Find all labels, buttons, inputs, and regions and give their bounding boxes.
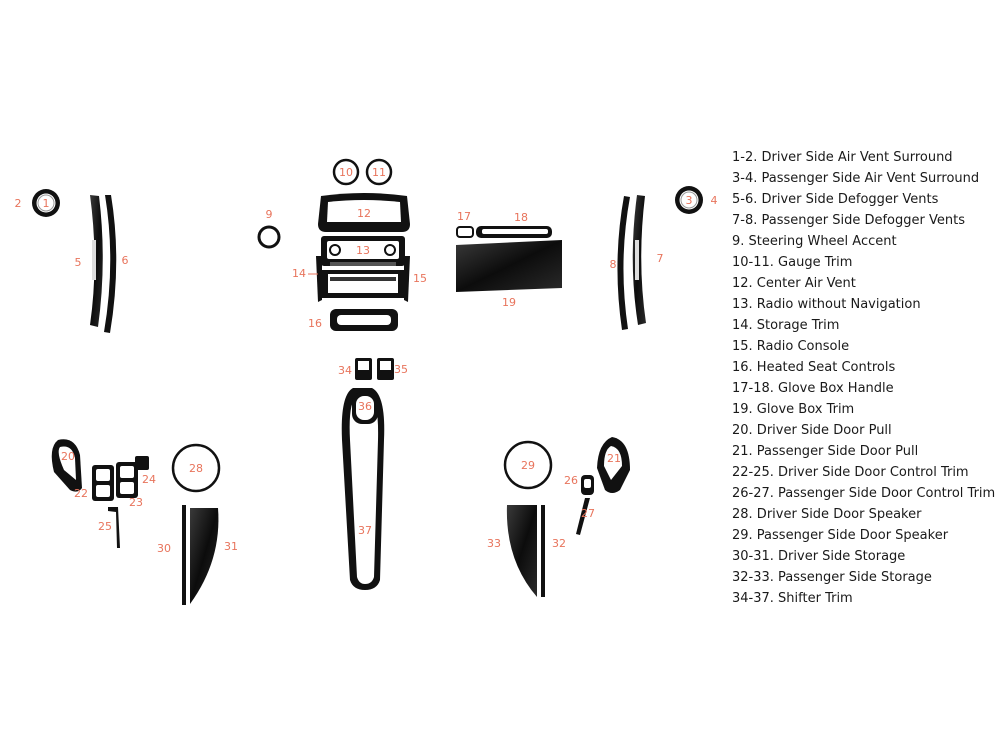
part-shape-34-37 <box>341 358 394 590</box>
part-shape-17-18 <box>456 226 552 238</box>
legend-item: 29. Passenger Side Door Speaker <box>732 528 949 543</box>
legend-item: 9. Steering Wheel Accent <box>732 234 897 249</box>
legend-item: 22-25. Driver Side Door Control Trim <box>732 465 969 480</box>
part-number-28: 28 <box>189 462 203 475</box>
part-number-4: 4 <box>711 194 718 207</box>
part-shape-20 <box>51 439 82 492</box>
part-shape-21 <box>597 437 630 493</box>
part-shape-13 <box>321 236 405 266</box>
legend-item: 14. Storage Trim <box>732 318 840 333</box>
part-number-21: 21 <box>607 452 621 465</box>
part-shape-5-6 <box>90 195 117 333</box>
part-number-15: 15 <box>413 272 427 285</box>
part-number-17: 17 <box>457 210 471 223</box>
legend-item: 15. Radio Console <box>732 339 850 354</box>
part-number-24: 24 <box>142 473 156 486</box>
part-number-6: 6 <box>122 254 129 267</box>
part-shape-16 <box>330 309 398 331</box>
part-shape-7-8 <box>617 195 646 330</box>
part-shape-3-4 <box>675 186 703 214</box>
legend-item: 5-6. Driver Side Defogger Vents <box>732 192 939 207</box>
part-shape-10-11 <box>332 158 393 186</box>
part-number-1: 1 <box>43 197 50 210</box>
part-shape-30-31 <box>182 505 219 605</box>
part-shape-26-27 <box>576 475 594 535</box>
legend-item: 12. Center Air Vent <box>732 276 856 291</box>
legend-item: 1-2. Driver Side Air Vent Surround <box>732 150 953 165</box>
legend-item: 13. Radio without Navigation <box>732 297 921 312</box>
part-number-29: 29 <box>521 459 535 472</box>
legend-item: 19. Glove Box Trim <box>732 402 855 417</box>
legend-item: 17-18. Glove Box Handle <box>732 381 894 396</box>
legend-item: 30-31. Driver Side Storage <box>732 549 906 564</box>
part-number-11: 11 <box>372 166 386 179</box>
part-number-36: 36 <box>358 400 372 413</box>
part-number-25: 25 <box>98 520 112 533</box>
part-shape-29 <box>503 440 553 490</box>
part-shape-12 <box>318 193 410 232</box>
part-number-33: 33 <box>487 537 501 550</box>
legend-item: 28. Driver Side Door Speaker <box>732 507 922 522</box>
part-number-19: 19 <box>502 296 516 309</box>
parts-legend: 1-2. Driver Side Air Vent Surround 3-4. P… <box>732 147 995 609</box>
part-number-14: 14 <box>292 267 306 280</box>
part-number-23: 23 <box>129 496 143 509</box>
legend-item: 10-11. Gauge Trim <box>732 255 853 270</box>
part-number-12: 12 <box>357 207 371 220</box>
part-shape-28 <box>171 443 221 493</box>
part-shape-9 <box>257 225 281 249</box>
part-number-3: 3 <box>686 194 693 207</box>
legend-item: 21. Passenger Side Door Pull <box>732 444 919 459</box>
part-shape-1-2 <box>32 189 60 217</box>
part-number-7: 7 <box>657 252 664 265</box>
part-shape-32-33 <box>506 505 545 597</box>
part-number-8: 8 <box>610 258 617 271</box>
legend-item: 20. Driver Side Door Pull <box>732 423 892 438</box>
part-shape-14-15 <box>316 256 410 302</box>
part-number-35: 35 <box>394 363 408 376</box>
part-shape-22-25 <box>92 456 149 548</box>
legend-item: 32-33. Passenger Side Storage <box>732 570 932 585</box>
part-number-22: 22 <box>74 487 88 500</box>
part-number-9: 9 <box>266 208 273 221</box>
part-number-30: 30 <box>157 542 171 555</box>
part-number-20: 20 <box>61 450 75 463</box>
part-number-10: 10 <box>339 166 353 179</box>
part-number-2: 2 <box>15 197 22 210</box>
part-number-27: 27 <box>581 507 595 520</box>
part-number-5: 5 <box>75 256 82 269</box>
legend-item: 16. Heated Seat Controls <box>732 360 896 375</box>
legend-item: 3-4. Passenger Side Air Vent Surround <box>732 171 980 186</box>
legend-item: 34-37. Shifter Trim <box>732 591 853 606</box>
legend-item: 26-27. Passenger Side Door Control Trim <box>732 486 996 501</box>
part-number-18: 18 <box>514 211 528 224</box>
part-number-26: 26 <box>564 474 578 487</box>
legend-item: 7-8. Passenger Side Defogger Vents <box>732 213 965 228</box>
part-number-34: 34 <box>338 364 352 377</box>
part-number-16: 16 <box>308 317 322 330</box>
part-number-32: 32 <box>552 537 566 550</box>
part-number-31: 31 <box>224 540 238 553</box>
part-number-13: 13 <box>356 244 370 257</box>
part-shape-19 <box>456 240 562 292</box>
part-number-37: 37 <box>358 524 372 537</box>
